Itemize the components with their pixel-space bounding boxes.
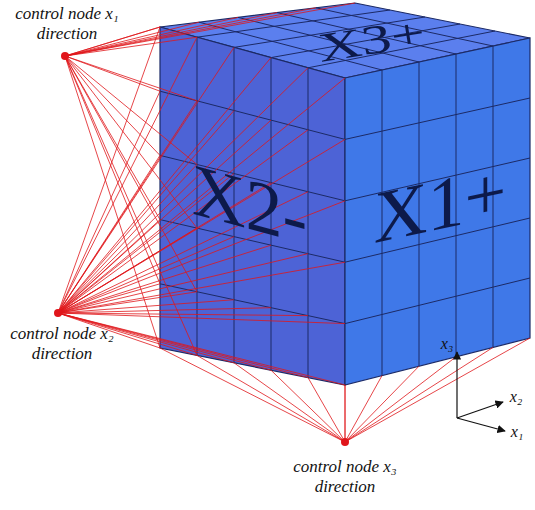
axis-label: x₂ bbox=[510, 388, 523, 406]
face-grid bbox=[160, 8, 530, 378]
control-dot bbox=[54, 309, 62, 317]
control-wire bbox=[345, 385, 346, 442]
control-wire bbox=[58, 68, 308, 313]
control-wire bbox=[58, 139, 345, 313]
control-dot bbox=[341, 438, 349, 446]
control-wire bbox=[58, 313, 345, 385]
axis-arrow bbox=[457, 402, 503, 418]
control-wire bbox=[58, 308, 271, 313]
axis-label: x₁ bbox=[511, 423, 524, 441]
axis-triad bbox=[457, 352, 505, 431]
control-wire bbox=[65, 56, 197, 164]
control-wire bbox=[234, 363, 345, 442]
axis-label: x₃ bbox=[441, 335, 454, 353]
control-wire bbox=[58, 130, 308, 313]
grid-line bbox=[345, 278, 530, 324]
control-wire bbox=[65, 56, 197, 292]
control-wire bbox=[271, 370, 345, 442]
control-wire bbox=[58, 27, 160, 313]
grid-line bbox=[308, 68, 309, 378]
control-wire bbox=[65, 56, 197, 355]
control-wire bbox=[65, 56, 160, 284]
control-wire bbox=[345, 347, 493, 442]
control-wire bbox=[58, 37, 197, 313]
left-face bbox=[160, 27, 345, 385]
control-wire bbox=[197, 355, 345, 442]
control-wire bbox=[58, 245, 271, 313]
control-wire bbox=[65, 56, 160, 91]
control-node-label: control node x₁ direction bbox=[15, 4, 119, 43]
control-wire bbox=[58, 254, 308, 313]
control-node-label: control node x₃ direction bbox=[293, 457, 397, 496]
control-dot bbox=[61, 52, 69, 60]
control-wires bbox=[58, 3, 530, 442]
control-wire bbox=[65, 56, 197, 101]
front-face bbox=[345, 38, 530, 385]
control-wire bbox=[345, 357, 456, 442]
control-wire bbox=[58, 91, 160, 313]
control-wire bbox=[58, 313, 345, 324]
control-wire bbox=[308, 378, 345, 442]
control-wire bbox=[58, 262, 345, 313]
axis-arrow bbox=[457, 418, 505, 431]
control-wire bbox=[58, 78, 345, 313]
control-wire bbox=[345, 385, 346, 442]
control-wire bbox=[345, 366, 419, 442]
axis-arrow bbox=[456, 352, 457, 418]
control-node-label: control node x₂ direction bbox=[10, 324, 114, 363]
control-wire bbox=[160, 348, 345, 442]
control-wire bbox=[345, 338, 530, 442]
control-dots bbox=[54, 52, 349, 446]
grid-line bbox=[345, 98, 530, 139]
